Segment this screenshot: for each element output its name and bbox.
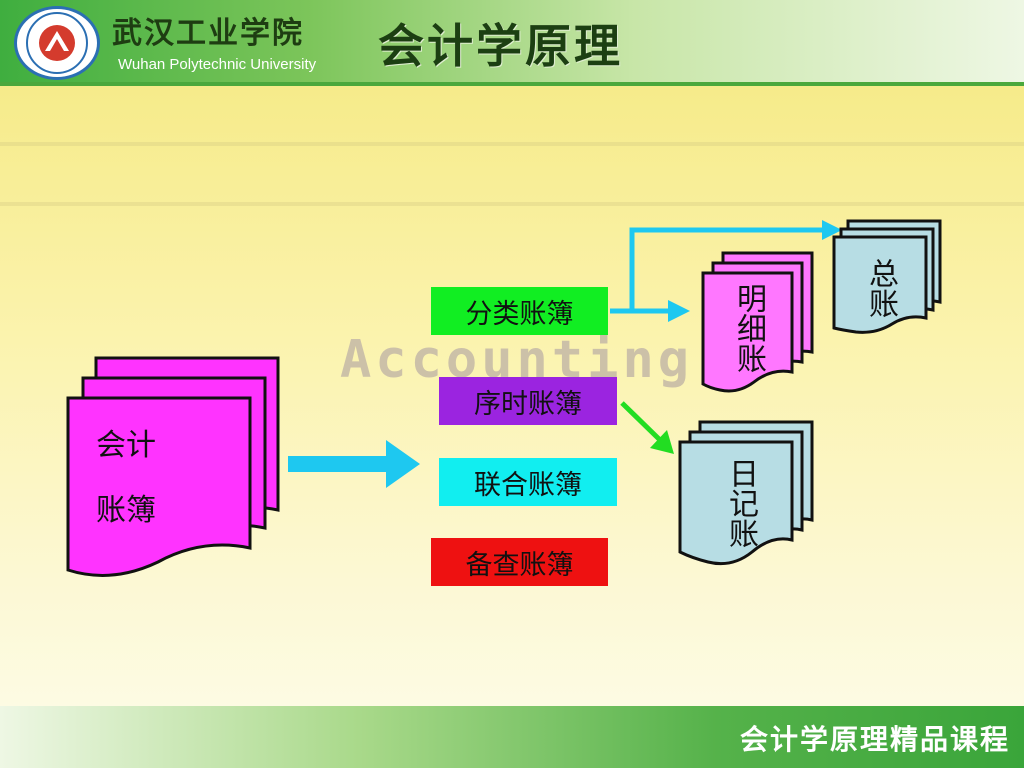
university-name-cn: 武汉工业学院 — [112, 16, 304, 51]
source-to-categories-arrow — [288, 440, 420, 488]
course-title: 会计学原理 — [378, 19, 623, 73]
category-classified-books: 分类账簿 — [431, 287, 608, 335]
detail-ledger-page-front — [701, 271, 794, 393]
header-rule — [0, 82, 1024, 86]
source-book-label-line1: 会计 — [96, 428, 156, 463]
category-memo-books: 备查账簿 — [431, 538, 608, 586]
classified-to-detail-head — [668, 300, 690, 322]
footer-banner — [0, 706, 1024, 768]
university-name-en: Wuhan Polytechnic University — [118, 56, 317, 73]
header-banner — [0, 0, 1024, 82]
general-ledger-label: 总账 — [863, 258, 898, 318]
detail-ledger-label: 明细账 — [731, 283, 766, 373]
source-book-stack — [66, 356, 280, 577]
journal-page-front — [678, 440, 794, 566]
chronological-to-journal-head — [650, 430, 674, 454]
category-chronological-books: 序时账簿 — [439, 377, 617, 425]
journal-label: 日记账 — [723, 458, 758, 548]
classified-to-general-head — [822, 220, 842, 240]
source-book-page-front — [66, 396, 252, 577]
journal-stack — [678, 420, 814, 566]
category-connector-arrows — [610, 220, 842, 454]
detail-ledger-stack — [701, 251, 814, 393]
footer-title: 会计学原理精品课程 — [739, 723, 1010, 756]
chronological-to-journal-shaft — [620, 401, 662, 442]
category-combined-books: 联合账簿 — [439, 458, 617, 506]
source-book-label-line2: 账簿 — [96, 493, 156, 528]
general-ledger-stack — [832, 219, 942, 334]
general-ledger-page-front — [832, 235, 928, 334]
university-logo — [14, 6, 100, 80]
classified-to-general-shaft — [629, 227, 822, 311]
